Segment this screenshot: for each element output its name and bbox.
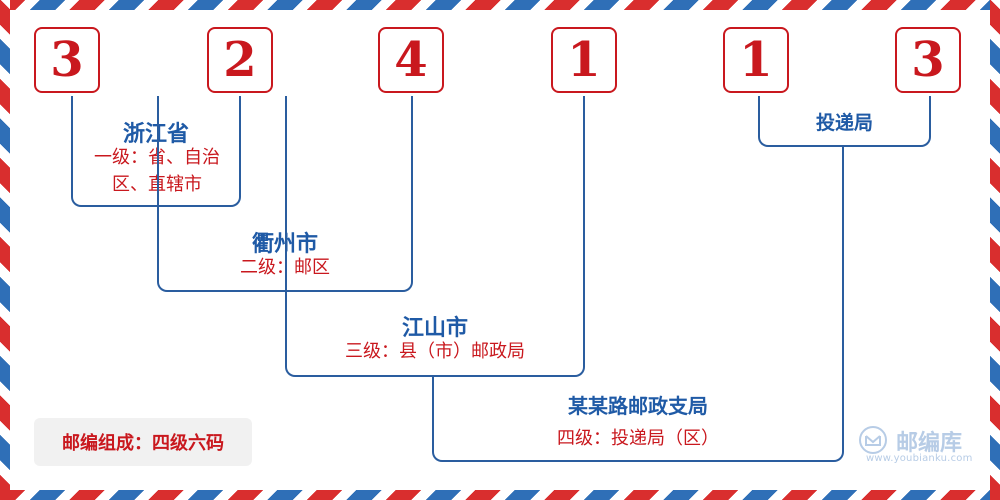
postal-digit-4: 1: [551, 27, 617, 93]
level-4-box-bottom: [432, 442, 844, 462]
brand-name: 邮编库: [896, 431, 963, 456]
brand-logo: 邮编库 www.youbianku.com: [858, 423, 986, 464]
envelope-icon: [859, 426, 887, 454]
level-3-name: 江山市: [401, 316, 468, 341]
airmail-border-right: [990, 0, 1000, 500]
postal-digit-1: 3: [34, 27, 100, 93]
level-4-right-line: [842, 147, 844, 452]
level-4-left-line: [432, 377, 434, 452]
airmail-border-top: [0, 0, 1000, 10]
postal-digit-3: 4: [378, 27, 444, 93]
postal-digit-2: 2: [207, 27, 273, 93]
delivery-box-label: 投递局: [815, 112, 873, 134]
postal-digit-5: 1: [723, 27, 789, 93]
level-4-desc: 四级：投递局（区）: [557, 428, 719, 449]
postal-digit-6: 3: [895, 27, 961, 93]
level-4-name: 某某路邮政支局: [568, 394, 708, 418]
legend-label: 邮编组成：四级六码: [34, 418, 252, 466]
airmail-border-left: [0, 0, 10, 500]
brand-url: www.youbianku.com: [866, 453, 973, 464]
level-3-desc: 三级：县（市）邮政局: [345, 341, 525, 362]
level-1-name: 浙江省: [122, 122, 189, 147]
level-2-name: 衢州市: [251, 232, 318, 257]
delivery-box: 投递局: [758, 96, 931, 147]
airmail-border-bottom: [0, 490, 1000, 500]
level-3-box: 江山市 三级：县（市）邮政局: [285, 96, 585, 377]
